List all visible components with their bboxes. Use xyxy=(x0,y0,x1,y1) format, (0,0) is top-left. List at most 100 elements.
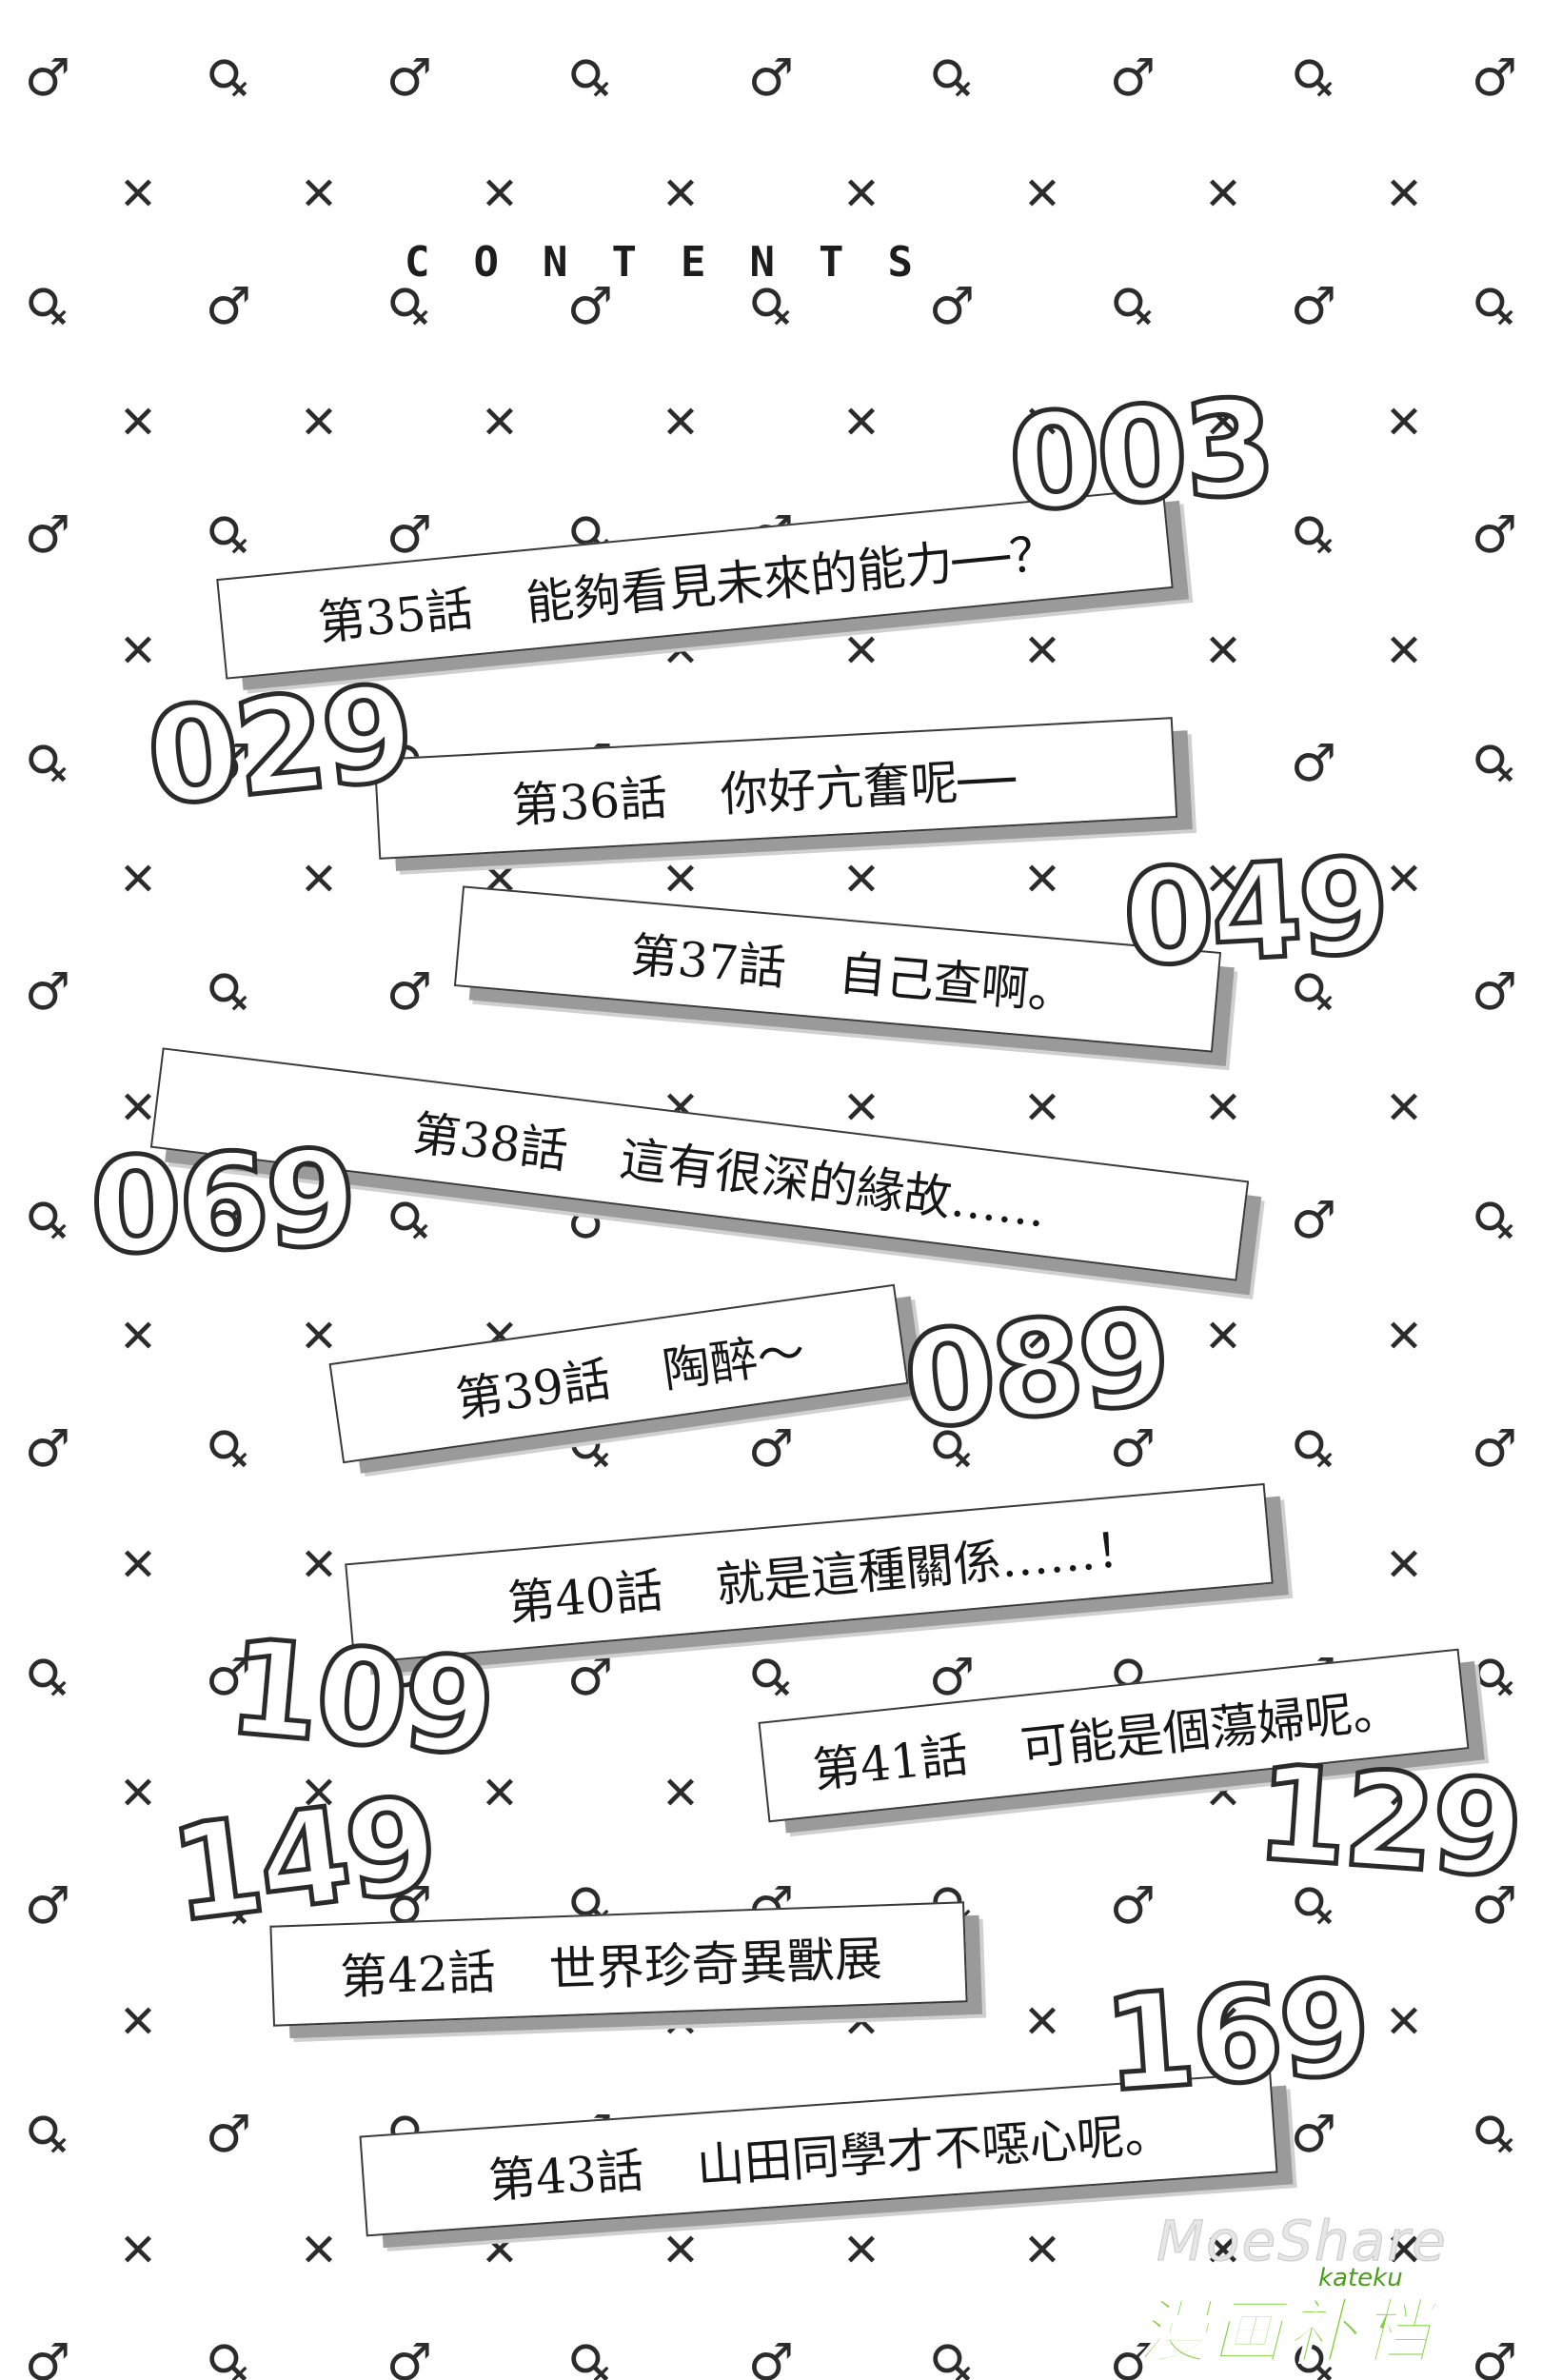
cross-icon: ✕ xyxy=(662,168,700,221)
cross-icon: ✕ xyxy=(300,1538,338,1592)
page-number: 129 xyxy=(1249,1734,1527,1910)
female-symbol-icon: ♀ xyxy=(555,43,624,112)
female-symbol-icon: ♀ xyxy=(193,500,263,569)
episode-number: 第40話 xyxy=(505,1562,666,1632)
episode-number: 第36話 xyxy=(510,770,669,834)
cross-icon: ✕ xyxy=(300,396,338,449)
female-symbol-icon: ♀ xyxy=(1459,1185,1529,1255)
episode-number: 第38話 xyxy=(409,1105,571,1180)
cross-icon: ✕ xyxy=(1023,1081,1061,1135)
male-symbol-icon: ♂ xyxy=(1472,48,1517,108)
male-symbol-icon: ♂ xyxy=(206,1190,251,1250)
cross-icon: ✕ xyxy=(842,625,880,678)
page-number: 049 xyxy=(1117,826,1392,998)
female-symbol-icon: ♀ xyxy=(12,271,82,341)
cross-icon: ✕ xyxy=(300,1767,338,1820)
female-symbol-icon: ♀ xyxy=(193,957,263,1026)
male-symbol-icon: ♂ xyxy=(929,1647,975,1707)
cross-icon: ✕ xyxy=(300,2224,338,2277)
male-symbol-icon: ♂ xyxy=(206,733,251,793)
female-symbol-icon: ♀ xyxy=(1278,500,1348,569)
cross-icon: ✕ xyxy=(662,396,700,449)
cross-icon: ✕ xyxy=(1023,1310,1061,1363)
cross-icon: ✕ xyxy=(1385,625,1423,678)
male-symbol-icon: ♂ xyxy=(386,962,432,1021)
female-symbol-icon: ♀ xyxy=(12,728,82,798)
episode-title: 陶醉～ xyxy=(659,1323,809,1399)
cross-icon: ✕ xyxy=(1204,1995,1242,2049)
male-symbol-icon: ♂ xyxy=(748,1418,794,1478)
cross-icon: ✕ xyxy=(119,1081,157,1135)
male-symbol-icon: ♂ xyxy=(206,1647,251,1707)
cross-icon: ✕ xyxy=(1204,853,1242,906)
cross-icon: ✕ xyxy=(1204,2224,1242,2277)
female-symbol-icon: ♀ xyxy=(555,2328,624,2380)
episode-number: 第42話 xyxy=(339,1944,497,2006)
cross-icon: ✕ xyxy=(119,396,157,449)
male-symbol-icon: ♂ xyxy=(386,505,432,565)
female-symbol-icon: ♀ xyxy=(12,1185,82,1255)
cross-icon: ✕ xyxy=(1023,625,1061,678)
cross-icon: ✕ xyxy=(662,1767,700,1820)
episode-title: 世界珍奇異獸展 xyxy=(547,1931,883,1998)
male-symbol-icon: ♂ xyxy=(25,48,70,108)
episode-title: 自己查啊。 xyxy=(836,945,1078,1021)
female-symbol-icon: ♀ xyxy=(917,2328,986,2380)
page-number: 029 xyxy=(138,654,420,839)
cross-icon: ✕ xyxy=(119,2224,157,2277)
cross-icon: ✕ xyxy=(1023,1995,1061,2049)
male-symbol-icon: ♂ xyxy=(386,2332,432,2380)
male-symbol-icon: ♂ xyxy=(748,48,794,108)
cross-icon: ✕ xyxy=(1385,396,1423,449)
cross-icon: ✕ xyxy=(842,168,880,221)
cross-icon: ✕ xyxy=(300,853,338,906)
male-symbol-icon: ♂ xyxy=(567,1647,613,1707)
cross-icon: ✕ xyxy=(481,2224,519,2277)
male-symbol-icon: ♂ xyxy=(1291,276,1336,336)
male-symbol-icon: ♂ xyxy=(929,276,975,336)
male-symbol-icon: ♂ xyxy=(1110,48,1156,108)
female-symbol-icon: ♀ xyxy=(1459,2099,1529,2169)
watermark-text: 漫画补档 xyxy=(1137,2291,1434,2374)
female-symbol-icon: ♀ xyxy=(1459,271,1529,341)
male-symbol-icon: ♂ xyxy=(1291,1190,1336,1250)
male-symbol-icon: ♂ xyxy=(206,2104,251,2164)
cross-icon: ✕ xyxy=(1385,2224,1423,2277)
female-symbol-icon: ♀ xyxy=(1459,728,1529,798)
cross-icon: ✕ xyxy=(119,1538,157,1592)
male-symbol-icon: ♂ xyxy=(1472,505,1517,565)
male-symbol-icon: ♂ xyxy=(25,1418,70,1478)
episode-number: 第41話 xyxy=(810,1727,971,1799)
episode-number: 第43話 xyxy=(486,2142,646,2210)
male-symbol-icon: ♂ xyxy=(567,276,613,336)
cross-icon: ✕ xyxy=(481,1767,519,1820)
cross-icon: ✕ xyxy=(662,853,700,906)
female-symbol-icon: ♀ xyxy=(1278,1414,1348,1483)
female-symbol-icon: ♀ xyxy=(374,1185,444,1255)
cross-icon: ✕ xyxy=(1204,1310,1242,1363)
male-symbol-icon: ♂ xyxy=(1110,1875,1156,1935)
cross-icon: ✕ xyxy=(1023,853,1061,906)
female-symbol-icon: ♀ xyxy=(12,1642,82,1712)
cross-icon: ✕ xyxy=(300,1310,338,1363)
cross-icon: ✕ xyxy=(119,1995,157,2049)
female-symbol-icon: ♀ xyxy=(12,2099,82,2169)
cross-icon: ✕ xyxy=(842,1081,880,1135)
page-number: 109 xyxy=(220,1608,500,1788)
female-symbol-icon: ♀ xyxy=(917,43,986,112)
cross-icon: ✕ xyxy=(1385,1767,1423,1820)
male-symbol-icon: ♂ xyxy=(1472,962,1517,1021)
cross-icon: ✕ xyxy=(662,2224,700,2277)
female-symbol-icon: ♀ xyxy=(1278,43,1348,112)
cross-icon: ✕ xyxy=(481,168,519,221)
male-symbol-icon: ♂ xyxy=(1472,1875,1517,1935)
cross-icon: ✕ xyxy=(1023,2224,1061,2277)
cross-icon: ✕ xyxy=(1204,396,1242,449)
male-symbol-icon: ♂ xyxy=(25,962,70,1021)
male-symbol-icon: ♂ xyxy=(25,505,70,565)
cross-icon: ✕ xyxy=(1204,168,1242,221)
male-symbol-icon: ♂ xyxy=(386,48,432,108)
episode-number: 第37話 xyxy=(627,927,789,997)
female-symbol-icon: ♀ xyxy=(193,1414,263,1483)
male-symbol-icon: ♂ xyxy=(1110,2332,1156,2380)
